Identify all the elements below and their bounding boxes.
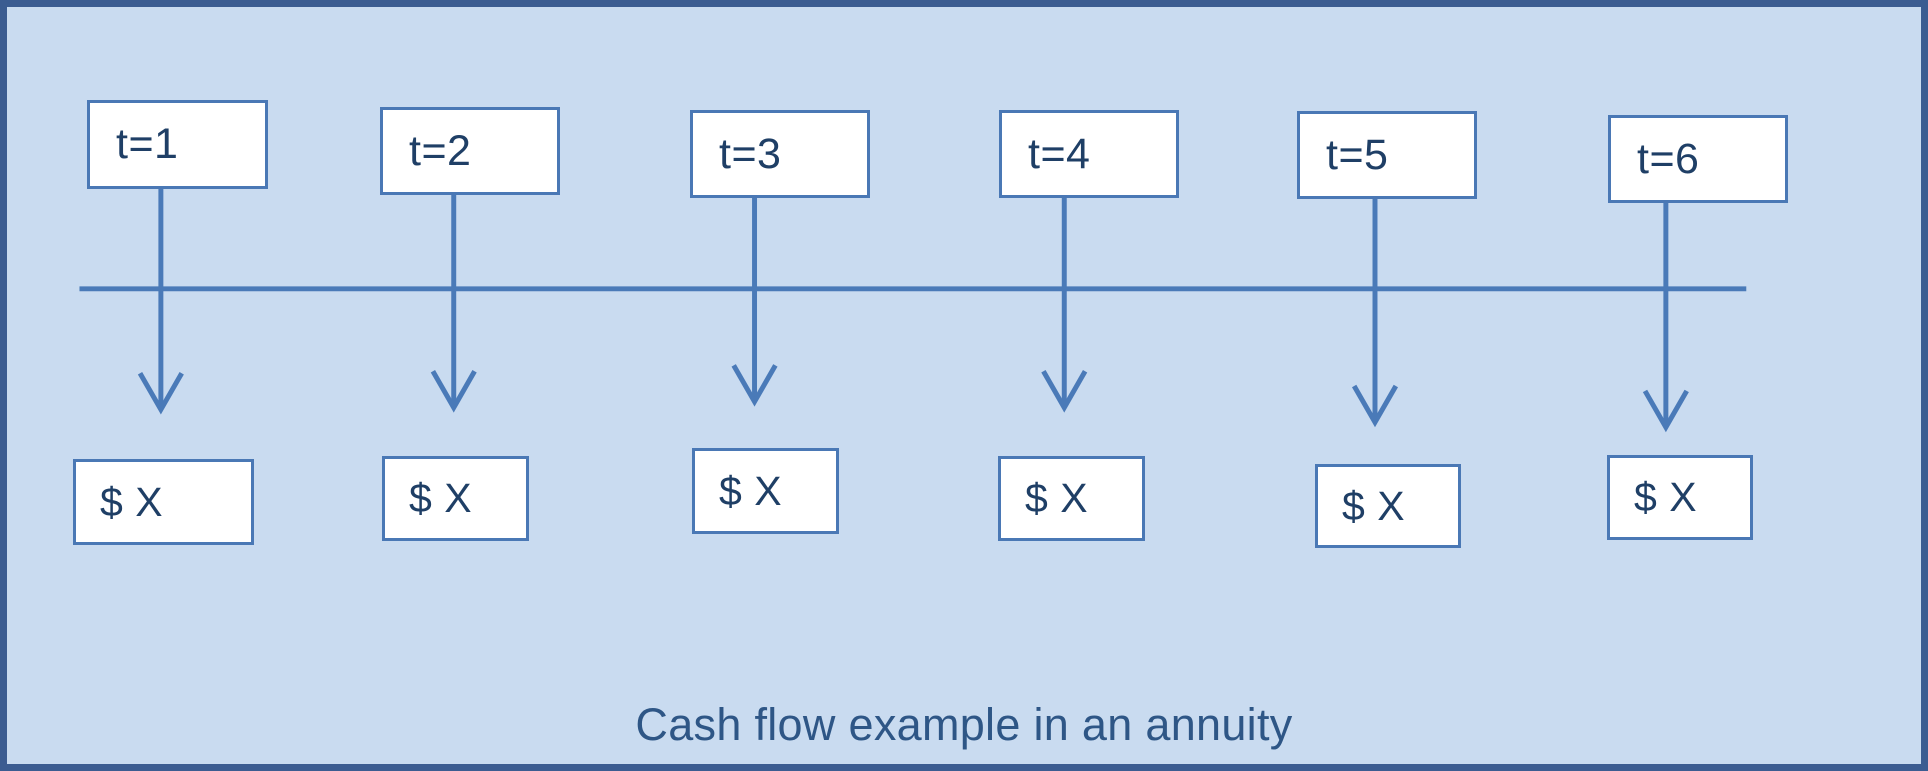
cash-flow-arrow-head-3 xyxy=(731,364,778,407)
period-box-3[interactable]: t=3 xyxy=(690,110,870,198)
diagram-caption: Cash flow example in an annuity xyxy=(635,699,1293,750)
cash-flow-arrow-head-6 xyxy=(1642,389,1689,433)
period-box-4[interactable]: t=4 xyxy=(999,110,1179,198)
cash-flow-arrow-head-4 xyxy=(1041,370,1088,413)
cash-box-6[interactable]: $ X xyxy=(1607,455,1753,540)
cash-box-5[interactable]: $ X xyxy=(1315,464,1461,548)
period-box-label: t=2 xyxy=(409,126,472,175)
cash-box-label: $ X xyxy=(1342,482,1406,529)
period-box-2[interactable]: t=2 xyxy=(380,107,560,195)
cash-box-label: $ X xyxy=(100,478,164,525)
cash-box-3[interactable]: $ X xyxy=(692,448,839,534)
cash-box-label: $ X xyxy=(719,467,783,514)
cash-box-2[interactable]: $ X xyxy=(382,456,529,541)
cash-box-label: $ X xyxy=(409,475,473,521)
period-box-label: t=6 xyxy=(1637,134,1700,183)
cash-box-label: $ X xyxy=(1634,474,1698,520)
cash-box-1[interactable]: $ X xyxy=(73,459,254,545)
cash-box-label: $ X xyxy=(1025,475,1089,521)
cash-box-4[interactable]: $ X xyxy=(998,456,1145,541)
period-box-6[interactable]: t=6 xyxy=(1608,115,1788,203)
cash-flow-arrow-head-1 xyxy=(137,372,184,415)
period-box-label: t=1 xyxy=(116,120,179,168)
cash-flow-arrow-head-5 xyxy=(1351,384,1398,428)
period-box-1[interactable]: t=1 xyxy=(87,100,268,189)
period-box-label: t=4 xyxy=(1028,129,1091,178)
period-box-label: t=5 xyxy=(1326,130,1389,179)
period-box-5[interactable]: t=5 xyxy=(1297,111,1477,199)
period-box-label: t=3 xyxy=(719,129,782,178)
cash-flow-arrow-head-2 xyxy=(430,370,477,413)
